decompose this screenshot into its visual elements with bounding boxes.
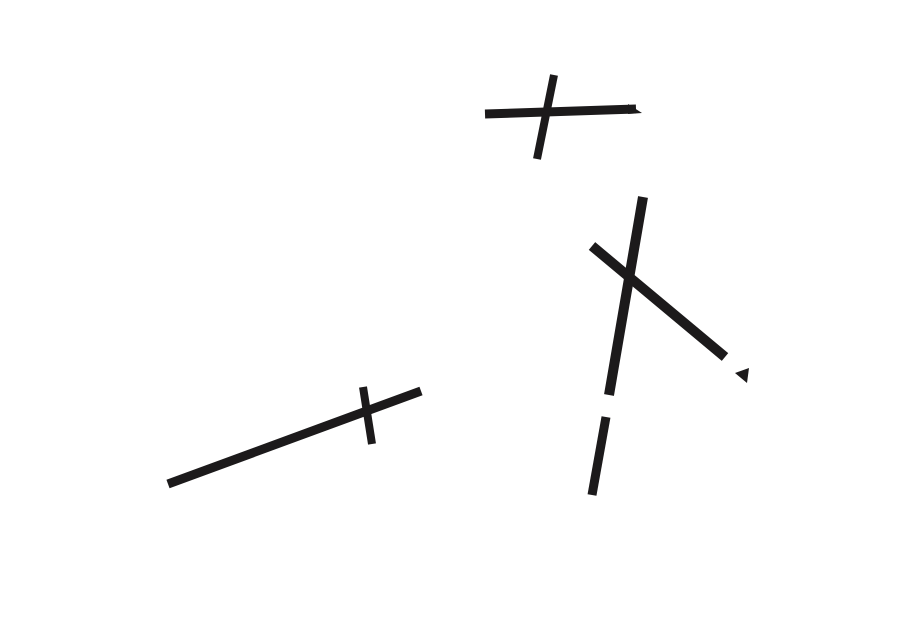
lower-vertical-segment-stroke — [587, 416, 611, 496]
top-cross-vertical-stroke — [533, 74, 558, 160]
bottom-cross-stroke — [359, 386, 376, 445]
bottom-long-stroke — [166, 386, 423, 489]
top-cross-horizontal-stroke — [484, 104, 637, 119]
diagonal-stroke — [588, 242, 729, 361]
top-stroke-tip — [628, 104, 642, 114]
triangle-fragment — [735, 368, 749, 383]
long-near-vertical-stroke — [604, 196, 648, 396]
stroke-group — [166, 74, 749, 496]
